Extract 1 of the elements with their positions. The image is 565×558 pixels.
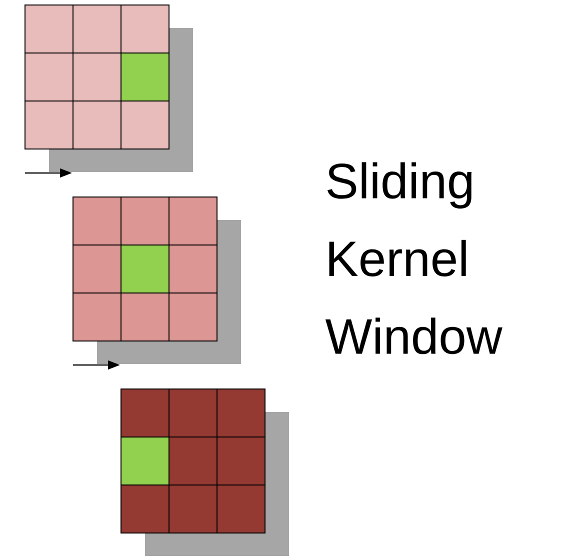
title: Sliding Kernel Window xyxy=(325,162,502,354)
